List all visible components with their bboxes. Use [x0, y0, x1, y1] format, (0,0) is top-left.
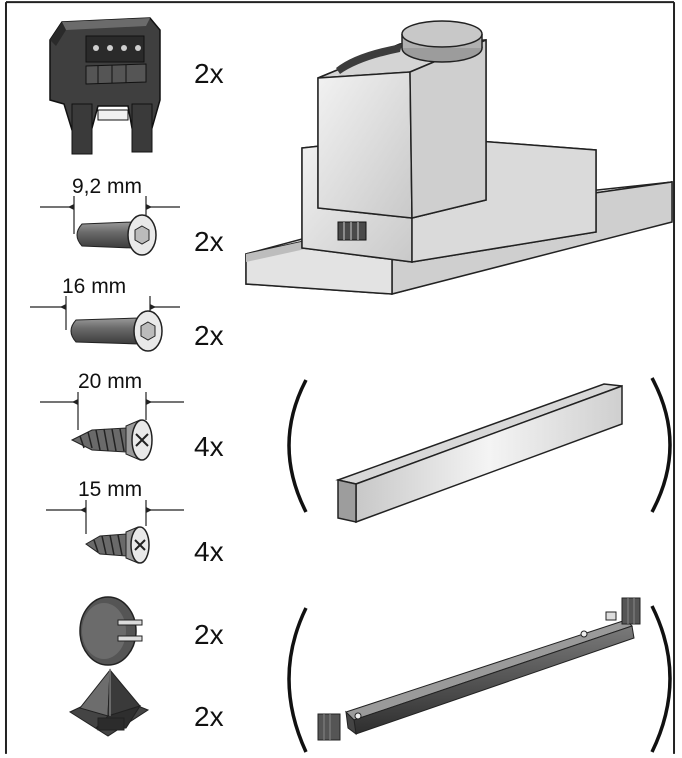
- wood-screw-20-illustration: [40, 392, 184, 461]
- quantity-screw-16: 2x: [194, 320, 224, 351]
- wood-screw-15-illustration: [46, 500, 184, 564]
- dimension-label-screw-16: 16 mm: [62, 275, 127, 298]
- optional-bar-bracket: [287, 377, 672, 513]
- round-cap-illustration: [79, 596, 143, 666]
- screw-16-illustration: [30, 296, 180, 352]
- dimension-label-screw-9-2: 9,2 mm: [72, 175, 143, 198]
- hood-bracket-detail: [337, 221, 367, 241]
- dimension-label-wood-screw-15: 15 mm: [78, 478, 143, 501]
- pyramid-spacer-illustration: [68, 668, 150, 737]
- quantity-mounting-bracket: 2x: [194, 58, 224, 89]
- quantity-pyramid-spacer: 2x: [194, 701, 224, 732]
- quantity-screw-9-2: 2x: [194, 226, 224, 257]
- screw-9-2-illustration: [40, 196, 180, 256]
- quantity-round-cap: 2x: [194, 619, 224, 650]
- angle-rail-illustration: [317, 597, 641, 741]
- dimension-label-wood-screw-20: 20 mm: [78, 370, 143, 393]
- square-bar-illustration: [335, 383, 623, 524]
- quantity-wood-screw-20: 4x: [194, 431, 224, 462]
- mounting-bracket: [49, 17, 161, 155]
- cooker-hood-illustration: [245, 20, 673, 295]
- optional-rail-bracket: [287, 605, 672, 753]
- quantity-wood-screw-15: 4x: [194, 536, 224, 567]
